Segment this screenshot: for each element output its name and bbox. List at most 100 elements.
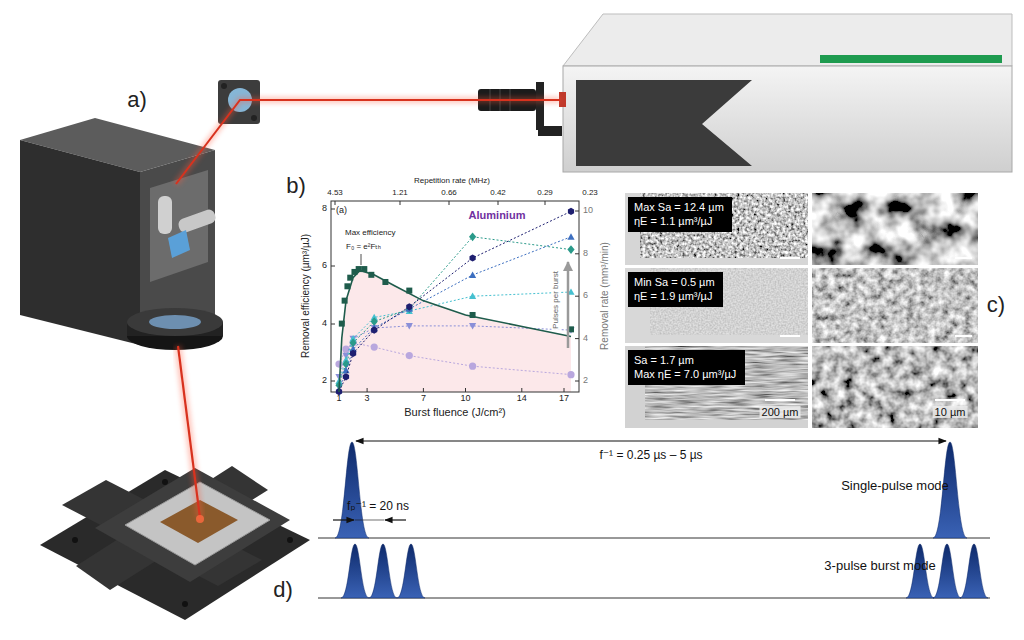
tick-label: 4 (322, 319, 327, 329)
chart (575, 253, 579, 254)
tick-label: 4.53 (327, 189, 343, 198)
laser-pulse (335, 442, 988, 598)
material-label: Aluminium (469, 209, 526, 221)
sem-images (780, 257, 800, 259)
efficiency-markers (470, 312, 476, 318)
efficiency-markers (368, 272, 374, 278)
data-series (469, 363, 476, 370)
chart (564, 388, 565, 392)
laser-source (559, 92, 566, 107)
xy-stage (72, 537, 78, 543)
data-series (335, 360, 342, 367)
chart (331, 266, 335, 267)
label-box: Min Sa = 0.5 µmηE = 1.9 µm³/µJ (628, 272, 723, 307)
data-series (567, 233, 574, 240)
xy-stage (287, 537, 293, 543)
laser-pulse (369, 544, 397, 598)
tick-label: 2 (322, 376, 327, 386)
chart (567, 262, 570, 348)
tick-label: 2 (583, 376, 588, 386)
chart (400, 201, 401, 205)
laser-source (576, 80, 752, 166)
chart (465, 388, 466, 392)
tick-label: 1 (336, 394, 341, 404)
laser-pulse (397, 544, 425, 598)
data-series (406, 323, 413, 330)
data-series (469, 271, 476, 278)
sem-images (625, 193, 808, 265)
axis-title: Repetition rate (MHz) (414, 177, 490, 186)
laser-source (820, 55, 1002, 63)
chart (331, 201, 579, 392)
chart (498, 201, 499, 205)
sem-images (780, 335, 800, 337)
data-series (339, 292, 571, 381)
sem-images (935, 399, 965, 401)
chart (331, 201, 579, 392)
scanner-head (127, 308, 223, 336)
tick-label: 0.42 (490, 189, 506, 198)
scale-bar-label: 200 µm (760, 406, 801, 418)
data-series (469, 293, 476, 300)
pulse-diagram (355, 520, 384, 521)
mode-label: 3-pulse burst mode (824, 559, 935, 573)
sem-images (625, 346, 808, 428)
sem-images (765, 399, 795, 401)
pulse-diagram (333, 519, 354, 520)
efficiency-markers (356, 266, 362, 272)
efficiency-markers (406, 288, 412, 294)
data-series (343, 373, 349, 380)
box-text: Max Sa = 12.4 µm (634, 200, 726, 214)
tick-label: 10 (460, 394, 470, 404)
chart (339, 271, 571, 393)
data-series (371, 327, 377, 334)
efficiency-markers (339, 321, 345, 327)
chart (288, 174, 616, 422)
data-series (339, 211, 571, 391)
data-series (470, 254, 476, 261)
tick-label: 14 (517, 394, 527, 404)
axis-title: Burst fluence (J/cm²) (404, 406, 505, 418)
chart (521, 388, 522, 392)
data-series (406, 303, 412, 310)
laser-beam (178, 346, 200, 518)
tick-label: 8 (583, 249, 588, 259)
laser-pulse (335, 442, 369, 538)
pulse-diagram (318, 538, 990, 539)
chart (288, 174, 616, 422)
chart (361, 254, 362, 265)
xy-stage (40, 466, 310, 620)
tick-label: 7 (421, 394, 426, 404)
scanner-head (158, 196, 172, 234)
pulse-diagram (385, 519, 406, 520)
chart (575, 296, 579, 297)
data-series (567, 245, 574, 254)
sem-images (625, 268, 808, 343)
laser-source (563, 66, 1012, 172)
box-text: Max ηE = 7.0 µm³/µJ (634, 367, 739, 381)
mode-label: Single-pulse mode (841, 479, 949, 493)
axis-title: Removal efficiency (µm³/µJ) (300, 234, 311, 358)
chart (575, 211, 579, 212)
chart (331, 381, 335, 382)
data-series (339, 343, 571, 375)
data-series (339, 237, 571, 390)
data-series (568, 208, 574, 215)
box-text: ηE = 1.1 µm³/µJ (634, 214, 726, 228)
efficiency-markers (342, 298, 348, 304)
scanner-head (20, 140, 140, 345)
tick-label: 6 (322, 261, 327, 271)
tick-label: 1.21 (392, 189, 408, 198)
chart (575, 338, 579, 339)
box-text: ηE = 1.9 µm³/µJ (634, 289, 717, 303)
beam-optics (536, 82, 544, 130)
box-text: Sa = 1.7 µm (634, 353, 739, 367)
efficiency-markers (361, 266, 367, 272)
panel-tag: (a) (336, 206, 347, 216)
chart (449, 201, 450, 205)
beam-optics (251, 115, 257, 121)
beam-optics (538, 126, 562, 136)
sem-images (625, 193, 978, 428)
laser-pulse (960, 544, 988, 598)
